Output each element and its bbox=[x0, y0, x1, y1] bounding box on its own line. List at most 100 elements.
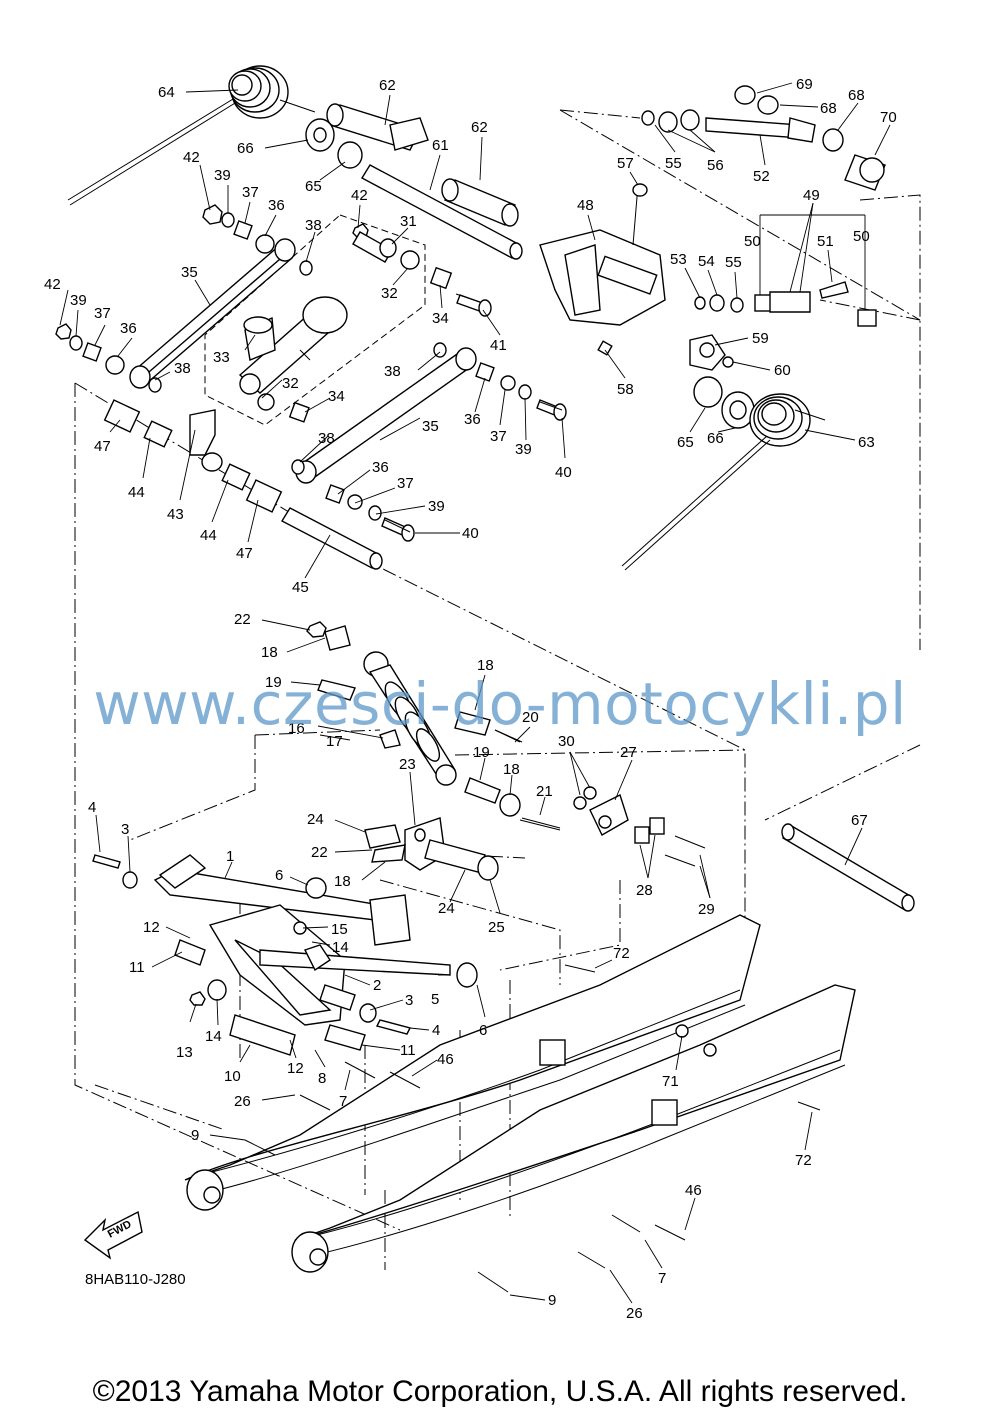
part-label: 9 bbox=[191, 1127, 199, 1144]
part-label: 38 bbox=[305, 217, 322, 234]
part-label: 25 bbox=[488, 919, 505, 936]
part-label: 55 bbox=[665, 155, 682, 172]
part-label: 55 bbox=[725, 254, 742, 271]
part-label: 49 bbox=[803, 187, 820, 204]
part-label: 40 bbox=[462, 525, 479, 542]
slide-rails bbox=[184, 914, 856, 1273]
part-label: 16 bbox=[288, 720, 305, 737]
rear-shock bbox=[306, 621, 561, 831]
part-label: 48 bbox=[577, 197, 594, 214]
part-label: 36 bbox=[464, 411, 481, 428]
part-label: 11 bbox=[129, 959, 145, 976]
part-label: 42 bbox=[183, 149, 200, 166]
part-label: 66 bbox=[707, 430, 724, 447]
part-label: 22 bbox=[311, 844, 328, 861]
front-arm-assembly bbox=[92, 854, 478, 1056]
watermark: www.czesci-do-motocykli.pl bbox=[93, 670, 907, 738]
part-label: 67 bbox=[851, 812, 868, 829]
shock-assembly-box bbox=[204, 214, 426, 426]
part-label: 18 bbox=[334, 873, 351, 890]
part-label: 34 bbox=[328, 388, 345, 405]
part-label: 37 bbox=[490, 428, 507, 445]
part-label: 53 bbox=[670, 251, 687, 268]
part-label: 68 bbox=[820, 100, 837, 117]
upper-shock-absorber bbox=[238, 231, 397, 395]
part-label: 32 bbox=[381, 285, 398, 302]
part-label: 47 bbox=[236, 545, 253, 562]
copyright-notice: ©2013 Yamaha Motor Corporation, U.S.A. A… bbox=[92, 1375, 908, 1408]
part-label: 18 bbox=[477, 657, 494, 674]
part-label: 42 bbox=[44, 276, 61, 293]
part-label: 36 bbox=[268, 197, 285, 214]
part-label: 37 bbox=[94, 305, 111, 322]
part-label: 42 bbox=[351, 187, 368, 204]
upper-right-assembly bbox=[539, 85, 915, 912]
part-label: 14 bbox=[205, 1028, 222, 1045]
part-label: 23 bbox=[399, 756, 416, 773]
drawing-code: 8HAB110-J280 bbox=[85, 1271, 186, 1288]
part-label: 37 bbox=[242, 184, 259, 201]
part-label: 69 bbox=[796, 76, 813, 93]
part-label: 20 bbox=[522, 709, 539, 726]
part-label: 43 bbox=[167, 506, 184, 523]
part-label: 27 bbox=[620, 744, 637, 761]
part-label: 36 bbox=[120, 320, 137, 337]
bolts bbox=[244, 293, 821, 1293]
part-label: 62 bbox=[471, 119, 488, 136]
part-label: 30 bbox=[558, 733, 575, 750]
part-label: 1 bbox=[226, 848, 234, 865]
part-label: 18 bbox=[261, 644, 278, 661]
part-label: 38 bbox=[384, 363, 401, 380]
part-label: 31 bbox=[400, 213, 417, 230]
part-label: 3 bbox=[121, 821, 129, 838]
part-label: 5 bbox=[431, 991, 439, 1008]
part-label: 40 bbox=[555, 464, 572, 481]
part-label: 10 bbox=[224, 1068, 241, 1085]
part-label: 6 bbox=[275, 867, 283, 884]
part-label: 65 bbox=[677, 434, 694, 451]
part-label: 46 bbox=[685, 1182, 702, 1199]
part-label: 18 bbox=[503, 761, 520, 778]
part-label: 71 bbox=[662, 1073, 679, 1090]
part-label: 38 bbox=[318, 430, 335, 447]
part-label: 56 bbox=[707, 157, 724, 174]
part-label: 39 bbox=[70, 292, 87, 309]
part-label: 38 bbox=[174, 360, 191, 377]
part-label: 35 bbox=[422, 418, 439, 435]
part-label: 26 bbox=[234, 1093, 251, 1110]
part-label: 35 bbox=[181, 264, 198, 281]
part-label: 11 bbox=[400, 1042, 416, 1059]
part-label: 41 bbox=[490, 337, 507, 354]
part-label: 63 bbox=[858, 434, 875, 451]
part-label: 33 bbox=[213, 349, 230, 366]
part-label: 4 bbox=[432, 1022, 440, 1039]
part-label: 32 bbox=[282, 375, 299, 392]
part-label: 62 bbox=[379, 77, 396, 94]
part-label: 60 bbox=[774, 362, 791, 379]
part-label: 28 bbox=[636, 882, 653, 899]
part-label: 51 bbox=[817, 233, 834, 250]
mid-brackets bbox=[364, 786, 706, 881]
part-label: 52 bbox=[753, 168, 770, 185]
part-number-labels: 64 62 62 66 65 61 42 39 37 36 38 42 31 3… bbox=[44, 76, 897, 1322]
lower-upper-bushings bbox=[103, 399, 283, 513]
part-label: 58 bbox=[617, 381, 634, 398]
part-label: 7 bbox=[339, 1093, 347, 1110]
part-label: 15 bbox=[331, 921, 348, 938]
part-label: 19 bbox=[473, 744, 490, 761]
part-label: 47 bbox=[94, 438, 111, 455]
part-label: 3 bbox=[405, 992, 413, 1009]
part-label: 14 bbox=[332, 939, 349, 956]
linkage-arms bbox=[129, 238, 477, 484]
leader-lines bbox=[59, 82, 891, 1304]
part-label: 70 bbox=[880, 109, 897, 126]
part-label: 19 bbox=[265, 674, 282, 691]
part-label: 4 bbox=[88, 799, 96, 816]
torsion-spring-left bbox=[67, 65, 316, 206]
part-label: 39 bbox=[214, 167, 231, 184]
part-label: 6 bbox=[479, 1022, 487, 1039]
part-label: 26 bbox=[626, 1305, 643, 1322]
part-label: 64 bbox=[158, 84, 175, 101]
part-label: 21 bbox=[536, 783, 553, 800]
part-label: 39 bbox=[515, 441, 532, 458]
